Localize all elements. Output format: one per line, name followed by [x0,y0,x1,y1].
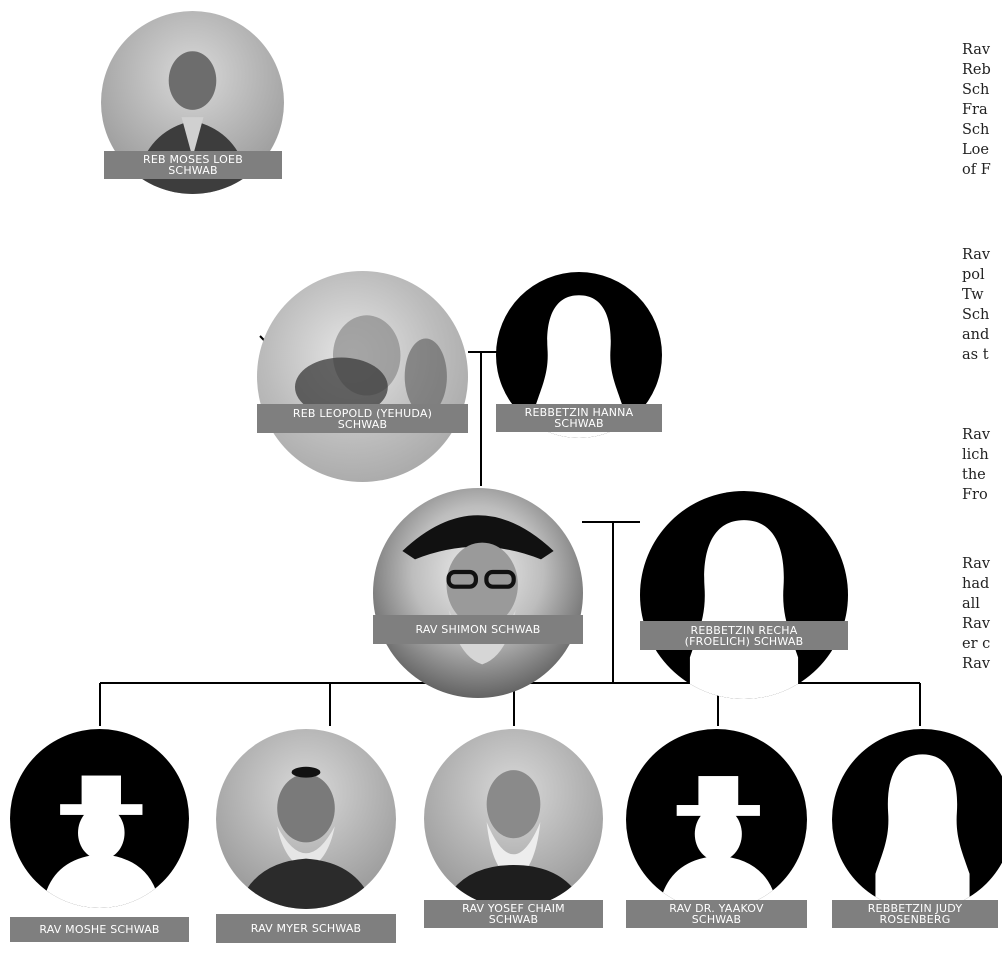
bio-line: Sch [962,307,990,323]
bio-paragraph-3: Rav lich the Fro [962,425,1002,505]
name-label-line-2: SCHWAB [168,164,218,177]
bio-line: Sch [962,82,990,98]
name-label-line-1: RAV MOSHE SCHWAB [39,923,160,936]
name-label: REBBETZIN JUDY ROSENBERG [832,900,998,928]
name-label: REBBETZIN RECHA (FROELICH) SCHWAB [640,621,848,650]
bio-paragraph-1: Rav Reb Sch Fra Sch Loe of F [962,40,1002,180]
bio-line: all [962,596,980,612]
bio-line: Loe [962,142,989,158]
bio-line: er c [962,636,991,652]
bio-line: Rav [962,556,991,572]
portrait-photo [373,488,583,698]
bio-paragraph-4: Rav had all Rav er c Rav [962,554,1002,674]
bio-line: and [962,327,990,343]
bio-line: Rav [962,616,991,632]
person-rav-dr-yaakov-schwab: RAV DR. YAAKOV SCHWAB [626,729,807,961]
name-label-line-2: SCHWAB [691,913,742,926]
silhouette-circle [640,491,848,699]
bio-line: of F [962,162,991,178]
name-label-line-2: ROSENBERG [879,913,951,926]
name-label-line-2: SCHWAB [488,913,539,926]
bio-line: Rav [962,42,991,58]
male-hat-silhouette-icon [658,776,779,910]
person-rav-yosef-chaim-schwab: RAV YOSEF CHAIM SCHWAB [424,729,603,961]
silhouette-circle [832,729,1002,910]
person-rebbetzin-judy-rosenberg: REBBETZIN JUDY ROSENBERG [832,729,1002,961]
portrait-photo [424,729,603,908]
portrait-photo [216,729,396,909]
person-rav-shimon-schwab: RAV SHIMON SCHWAB [373,488,583,698]
name-label-line-2: (FROELICH) SCHWAB [684,634,804,648]
female-silhouette-icon [689,520,799,699]
name-label: RAV YOSEF CHAIM SCHWAB [424,900,603,928]
portrait-photo [257,271,468,482]
bio-line: Rav [962,427,991,443]
name-label-line-1: REB LEOPOLD (YEHUDA) [292,406,433,420]
portrait-figure-icon [441,770,586,908]
bio-line: Sch [962,122,990,138]
name-label-line-1: RAV SHIMON SCHWAB [415,623,541,636]
bio-line: lich [962,447,989,463]
name-label-line-1: RAV YOSEF CHAIM [462,902,565,915]
person-rebbetzin-recha-froelich-schwab: REBBETZIN RECHA (FROELICH) SCHWAB [640,491,848,699]
bio-line: the [962,467,986,483]
bio-line: Rav [962,247,991,263]
silhouette-circle [10,729,189,908]
person-rav-moshe-schwab: RAV MOSHE SCHWAB [10,729,189,961]
name-label: REB LEOPOLD (YEHUDA) SCHWAB [257,404,468,433]
silhouette-circle [626,729,807,910]
portrait-figure-icon [402,515,554,665]
female-silhouette-icon [875,754,970,910]
name-label-line-1: REBBETZIN HANNA [524,406,634,419]
bio-line: as t [962,347,989,363]
bio-paragraph-2: Rav pol Tw Sch and as t [962,245,1002,365]
name-label-line-2: SCHWAB [554,417,604,430]
bio-line: Fro [962,487,988,503]
name-label: REBBETZIN HANNA SCHWAB [496,404,662,432]
bio-line: pol [962,267,985,283]
bio-line: Fra [962,102,988,118]
bio-line: Reb [962,62,991,78]
name-label: RAV MOSHE SCHWAB [10,917,189,942]
name-label-line-1: RAV DR. YAAKOV [669,902,764,915]
name-label-line-1: RAV MYER SCHWAB [250,922,362,935]
male-hat-silhouette-icon [42,775,161,908]
bio-line: Tw [962,287,984,303]
name-label: RAV DR. YAAKOV SCHWAB [626,900,807,928]
portrait-figure-icon [237,766,375,909]
name-label: RAV SHIMON SCHWAB [373,615,583,644]
name-label-line-1: REBBETZIN RECHA [690,623,798,637]
portrait-figure-icon [294,315,447,417]
bio-line: had [962,576,990,592]
person-rebbetzin-hanna-schwab: REBBETZIN HANNA SCHWAB [496,272,662,438]
name-label: REB MOSES LOEB SCHWAB [104,151,282,179]
person-reb-leopold-yehuda-schwab: REB LEOPOLD (YEHUDA) SCHWAB [257,271,468,482]
name-label: RAV MYER SCHWAB [216,914,396,943]
name-label-line-1: REB MOSES LOEB [143,153,243,166]
bio-line: Rav [962,656,991,672]
name-label-line-1: REBBETZIN JUDY [867,902,963,915]
person-reb-moses-loeb-schwab: REB MOSES LOEB SCHWAB [101,11,284,311]
female-silhouette-icon [535,295,623,438]
name-label-line-2: SCHWAB [337,417,388,431]
person-rav-myer-schwab: RAV MYER SCHWAB [216,729,396,961]
